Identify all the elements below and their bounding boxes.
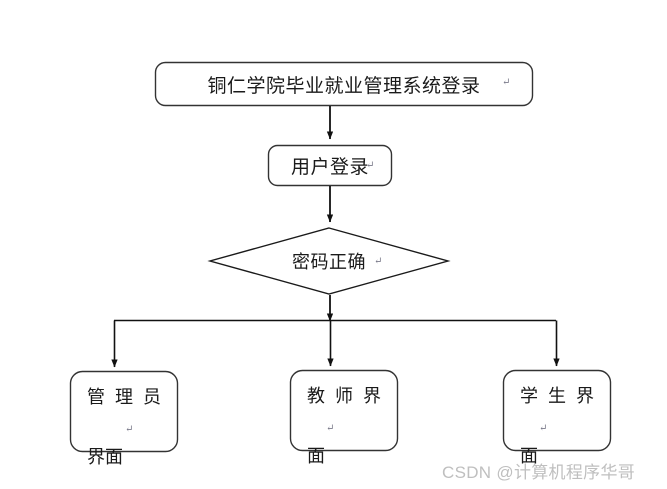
node-password-correct[interactable]: [207, 227, 451, 295]
node-system-login-title[interactable]: [154, 61, 534, 107]
node-teacher-interface[interactable]: [289, 369, 399, 452]
csdn-watermark: CSDN @计算机程序华哥: [442, 463, 636, 482]
node-user-login[interactable]: [267, 144, 393, 187]
node-student-interface[interactable]: [502, 369, 612, 452]
node-admin-interface[interactable]: [69, 370, 179, 453]
